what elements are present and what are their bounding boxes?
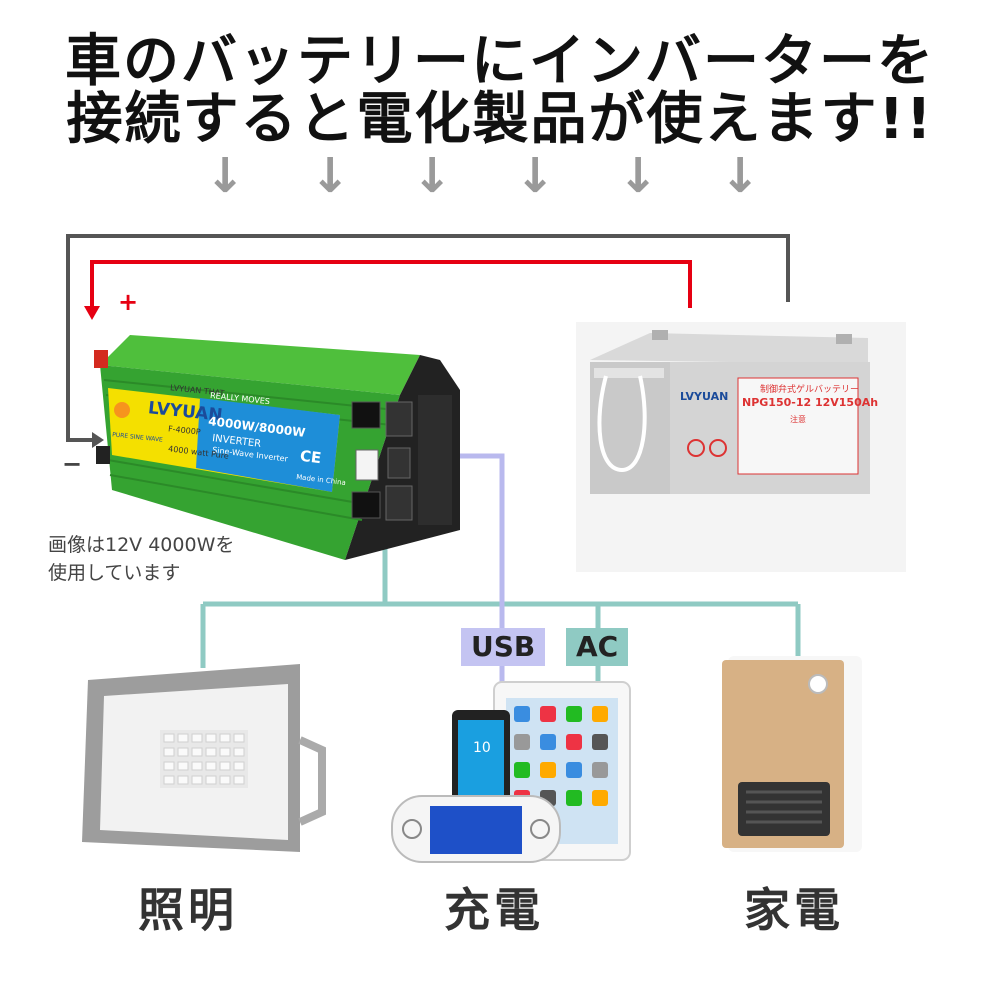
image-caption: 画像は12V 4000Wを 使用しています — [48, 532, 234, 587]
battery-title: 制御弁式ゲルバッテリー — [760, 385, 860, 395]
positive-arrowhead — [84, 306, 100, 320]
negative-cable — [66, 234, 790, 442]
down-arrow-icon: ↓ — [412, 148, 453, 204]
positive-cable — [90, 260, 692, 308]
battery-model: NPG150-12 12V150Ah — [742, 396, 879, 409]
down-arrow-icon: ↓ — [618, 148, 659, 204]
plus-marker: + — [118, 288, 139, 316]
battery-notice: 注意 — [790, 415, 806, 424]
charge-label: 充電 — [444, 883, 544, 937]
usb-tag: USB — [461, 628, 546, 666]
appliance-label: 家電 — [744, 883, 844, 937]
negative-arrowhead — [92, 432, 104, 448]
caption-line-2: 使用しています — [48, 561, 181, 584]
caption-line-1: 画像は12V 4000Wを — [48, 534, 235, 556]
game-console-device — [391, 795, 561, 863]
headline-line-2: 接続すると電化製品が使えます!! — [66, 87, 934, 152]
phone-screen-number: 10 — [473, 740, 491, 756]
ac-tag: AC — [566, 628, 629, 666]
heater-device — [722, 656, 862, 852]
down-arrow-icon: ↓ — [310, 148, 351, 204]
down-arrow-icon: ↓ — [205, 148, 246, 204]
ce-mark: CE — [298, 446, 323, 468]
smartphone-device — [452, 710, 510, 820]
headline-line-1: 車のバッテリーにインバーターを — [65, 29, 935, 94]
inverter-unit — [94, 335, 460, 560]
battery-unit — [576, 322, 906, 572]
down-arrow-icon: ↓ — [720, 148, 761, 204]
battery-brand: LVYUAN — [680, 390, 729, 403]
light-label: 照明 — [138, 883, 238, 937]
down-arrow-icon: ↓ — [515, 148, 556, 204]
minus-marker: − — [62, 450, 83, 478]
floodlight-device — [82, 664, 326, 852]
